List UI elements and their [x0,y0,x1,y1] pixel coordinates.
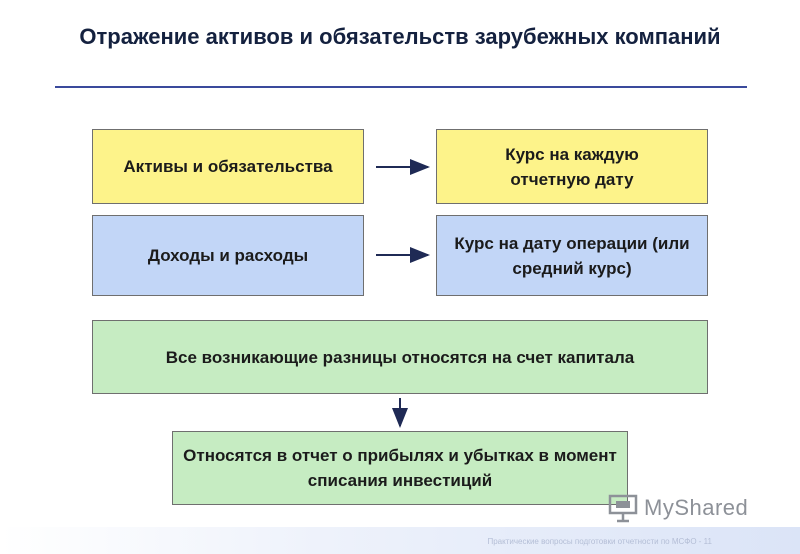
profit-loss-box: Относятся в отчет о прибылях и убытках в… [172,431,628,505]
myshared-logo: MyShared [608,492,748,524]
presentation-board-icon [608,494,638,523]
differences-to-equity-box: Все возникающие разницы относятся на сче… [92,320,708,394]
profit-loss-label: Относятся в отчет о прибылях и убытках в… [183,446,617,490]
slide-title: Отражение активов и обязательств зарубеж… [79,24,721,49]
footer-band [0,527,800,554]
title-underline [55,86,747,88]
rate-each-reporting-date-box: Курс на каждую отчетную дату [436,129,708,204]
rate-each-reporting-date-label: Курс на каждую отчетную дату [505,144,639,189]
rate-on-transaction-date-box: Курс на дату операции (или средний курс) [436,215,708,296]
income-expenses-label: Доходы и расходы [147,246,309,265]
logo-wordmark: MyShared [644,495,749,520]
differences-to-equity-label: Все возникающие разницы относятся на сче… [165,347,635,367]
footer-caption: Практические вопросы подготовки отчетнос… [487,537,712,546]
assets-liabilities-box: Активы и обязательства [92,129,364,204]
income-expenses-box: Доходы и расходы [92,215,364,296]
rate-on-transaction-date-label: Курс на дату операции (или средний курс) [454,233,690,278]
assets-liabilities-label: Активы и обязательства [123,157,333,176]
